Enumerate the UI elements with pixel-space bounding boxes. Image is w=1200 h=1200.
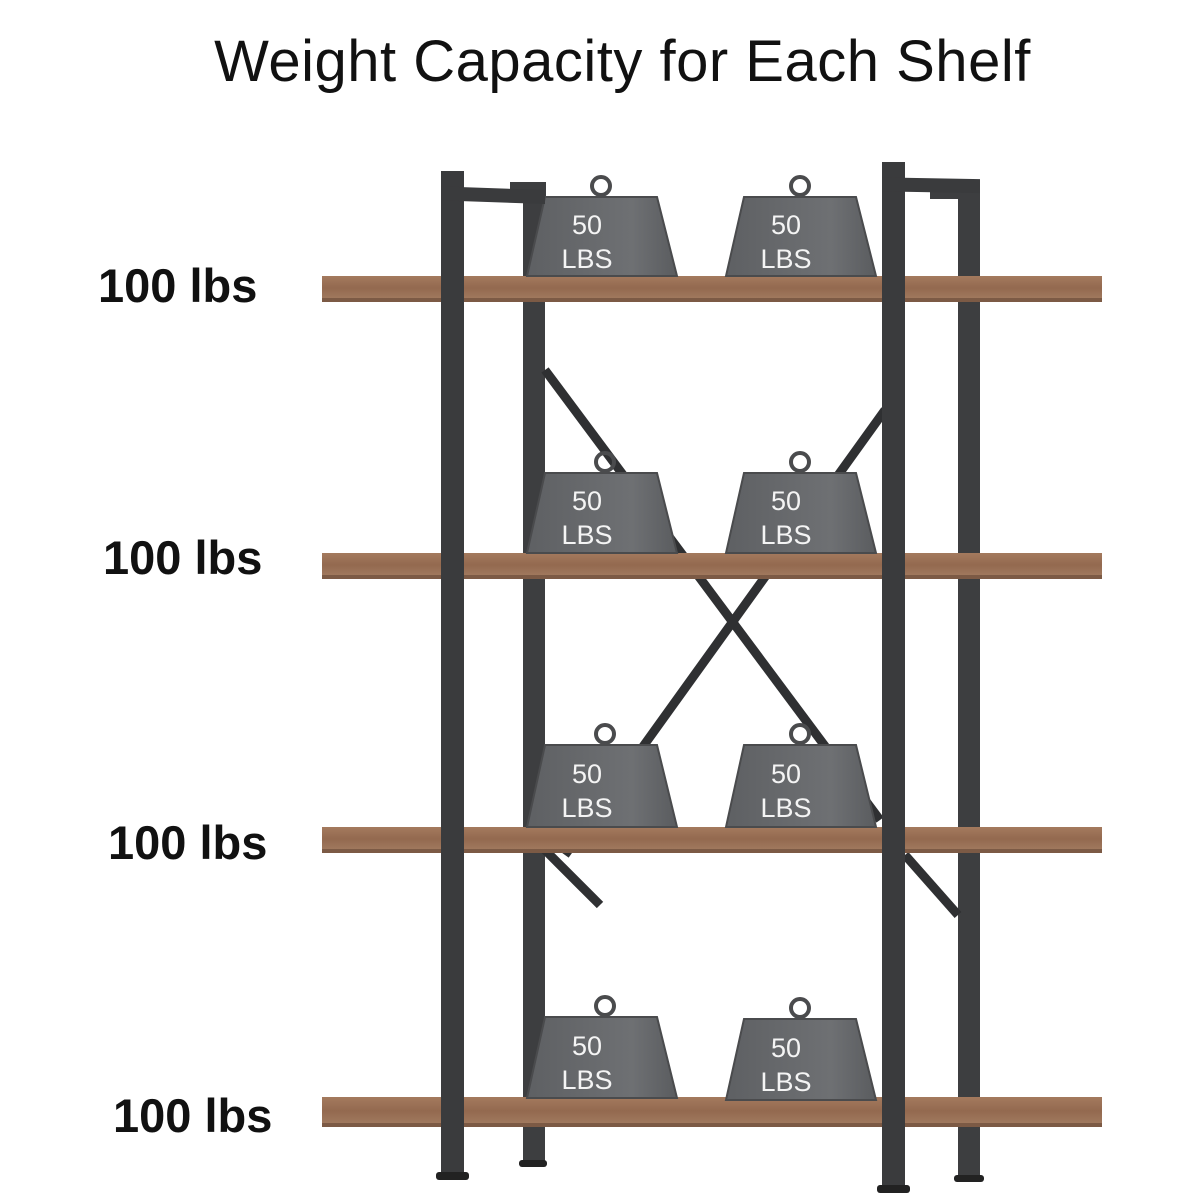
shelf-1-capacity: 100 lbs bbox=[98, 259, 258, 312]
shelf-3-capacity: 100 lbs bbox=[108, 816, 268, 869]
page-title: Weight Capacity for Each Shelf bbox=[214, 29, 1031, 94]
leveling-feet bbox=[436, 1160, 984, 1193]
back-frame bbox=[510, 182, 980, 1180]
shelf-1 bbox=[322, 276, 1102, 302]
svg-text:50: 50 bbox=[572, 759, 602, 789]
svg-text:50: 50 bbox=[771, 1033, 801, 1063]
svg-text:50: 50 bbox=[771, 759, 801, 789]
weights: 50 LBS 50 LBS 50 LBS 50 LBS 50 LBS bbox=[525, 175, 878, 1101]
svg-text:LBS: LBS bbox=[760, 1067, 811, 1097]
svg-text:50: 50 bbox=[771, 486, 801, 516]
svg-text:LBS: LBS bbox=[561, 244, 612, 274]
svg-text:LBS: LBS bbox=[561, 793, 612, 823]
svg-text:LBS: LBS bbox=[760, 520, 811, 550]
svg-text:LBS: LBS bbox=[760, 244, 811, 274]
svg-text:LBS: LBS bbox=[760, 793, 811, 823]
svg-text:50: 50 bbox=[572, 1031, 602, 1061]
shelf-2-capacity: 100 lbs bbox=[103, 531, 263, 584]
svg-text:LBS: LBS bbox=[561, 520, 612, 550]
shelf-3 bbox=[322, 827, 1102, 853]
shelf-4 bbox=[322, 1097, 1102, 1127]
shelf-4-capacity: 100 lbs bbox=[113, 1089, 273, 1142]
shelf-2 bbox=[322, 553, 1102, 579]
svg-text:50: 50 bbox=[572, 210, 602, 240]
svg-text:50: 50 bbox=[771, 210, 801, 240]
svg-text:50: 50 bbox=[572, 486, 602, 516]
front-frame bbox=[441, 162, 980, 1185]
svg-text:LBS: LBS bbox=[561, 1065, 612, 1095]
